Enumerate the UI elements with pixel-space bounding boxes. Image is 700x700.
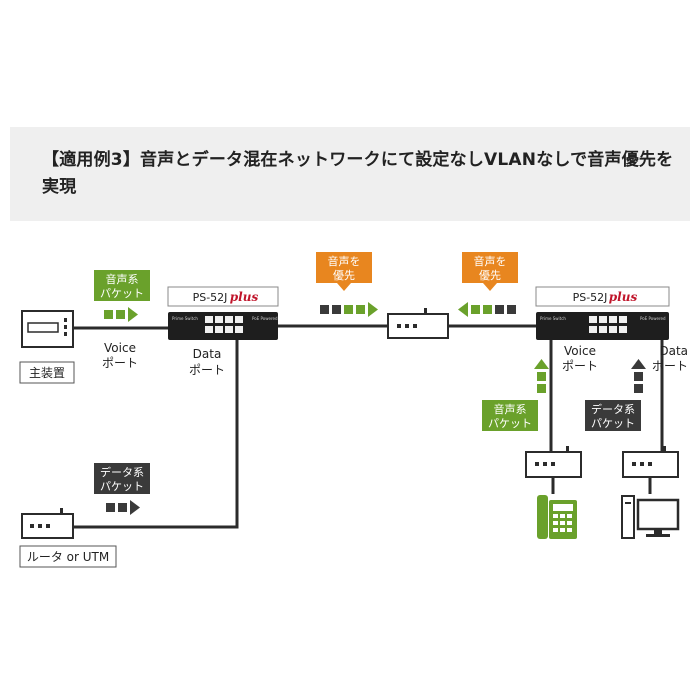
priority-badge-1: 音声を 優先 (316, 252, 372, 291)
main-unit-device-icon (21, 310, 74, 348)
svg-text:優先: 優先 (333, 269, 355, 282)
packet-arrow-icon (534, 359, 549, 393)
svg-text:音声を: 音声を (474, 254, 507, 268)
connection-lines (73, 324, 664, 529)
svg-text:PS-52J: PS-52J (573, 291, 608, 304)
line-switch1-data-to-router (73, 340, 239, 529)
main-unit-label-box: 主装置 (19, 361, 75, 384)
svg-text:データ系: データ系 (591, 402, 635, 416)
ip-phone-icon (537, 495, 577, 539)
svg-text:ポート: ポート (652, 359, 688, 373)
hub-icon (622, 446, 679, 478)
packet-arrow-icon (104, 307, 138, 322)
priority-badge-2: 音声を 優先 (462, 252, 518, 291)
packet-arrow-icon (320, 302, 378, 317)
svg-text:ポート: ポート (102, 356, 138, 370)
page-title: 【適用例3】音声とデータ混在ネットワークにて設定なしVLANなしで音声優先を実現 (42, 150, 674, 197)
main-unit-label: 主装置 (29, 366, 65, 380)
switch-icon: Prime Switch PoE Powered (168, 312, 278, 340)
svg-text:Voice: Voice (564, 344, 596, 358)
svg-text:パケット: パケット (488, 417, 532, 430)
pc-icon (621, 495, 680, 539)
svg-text:優先: 優先 (479, 269, 501, 282)
router-label: ルータ or UTM (27, 550, 109, 564)
voice-packet-badge-right: 音声系 パケット (482, 400, 538, 431)
svg-text:Voice: Voice (104, 341, 136, 355)
router-icon (21, 508, 74, 539)
data-packet-badge-left: データ系 パケット (94, 463, 150, 494)
voice-packet-badge-left: 音声系 パケット (94, 270, 150, 301)
svg-text:音声系: 音声系 (106, 272, 139, 286)
router-label-box: ルータ or UTM (19, 545, 117, 568)
packet-arrow-icon (631, 359, 646, 393)
svg-text:Data: Data (193, 347, 222, 361)
svg-text:plus: plus (230, 290, 259, 304)
switch-1-name-box: PS-52J plus (167, 286, 279, 307)
svg-text:パケット: パケット (100, 287, 144, 300)
svg-text:パケット: パケット (591, 417, 635, 430)
svg-text:ポート: ポート (189, 363, 225, 377)
svg-text:データ系: データ系 (100, 465, 144, 479)
svg-text:パケット: パケット (100, 480, 144, 493)
switch-1-voice-port-label: Voice ポート (102, 341, 138, 370)
data-packet-badge-right: データ系 パケット (585, 400, 641, 431)
svg-text:PS-52J: PS-52J (193, 291, 228, 304)
svg-text:PoE Powered: PoE Powered (252, 316, 278, 321)
svg-text:ポート: ポート (562, 359, 598, 373)
packet-arrow-icon (106, 500, 140, 515)
title-banner: 【適用例3】音声とデータ混在ネットワークにて設定なしVLANなしで音声優先を実現 (10, 127, 690, 221)
svg-text:Data: Data (659, 344, 688, 358)
switch-2-data-port-label: Data ポート (652, 344, 688, 373)
switch-icon: Prime Switch PoE Powered (536, 312, 669, 340)
switch-2-voice-port-label: Voice ポート (562, 344, 598, 373)
switch-1-data-port-label: Data ポート (189, 347, 225, 377)
svg-text:Prime Switch: Prime Switch (172, 316, 198, 321)
hub-icon (387, 308, 449, 339)
packet-arrow-icon (458, 302, 516, 317)
svg-text:plus: plus (609, 290, 638, 304)
svg-text:音声を: 音声を (328, 254, 361, 268)
svg-text:Prime Switch: Prime Switch (540, 316, 566, 321)
svg-text:音声系: 音声系 (494, 402, 527, 416)
switch-2-name-box: PS-52J plus (535, 286, 670, 307)
hub-icon (525, 446, 582, 478)
svg-text:PoE Powered: PoE Powered (640, 316, 666, 321)
